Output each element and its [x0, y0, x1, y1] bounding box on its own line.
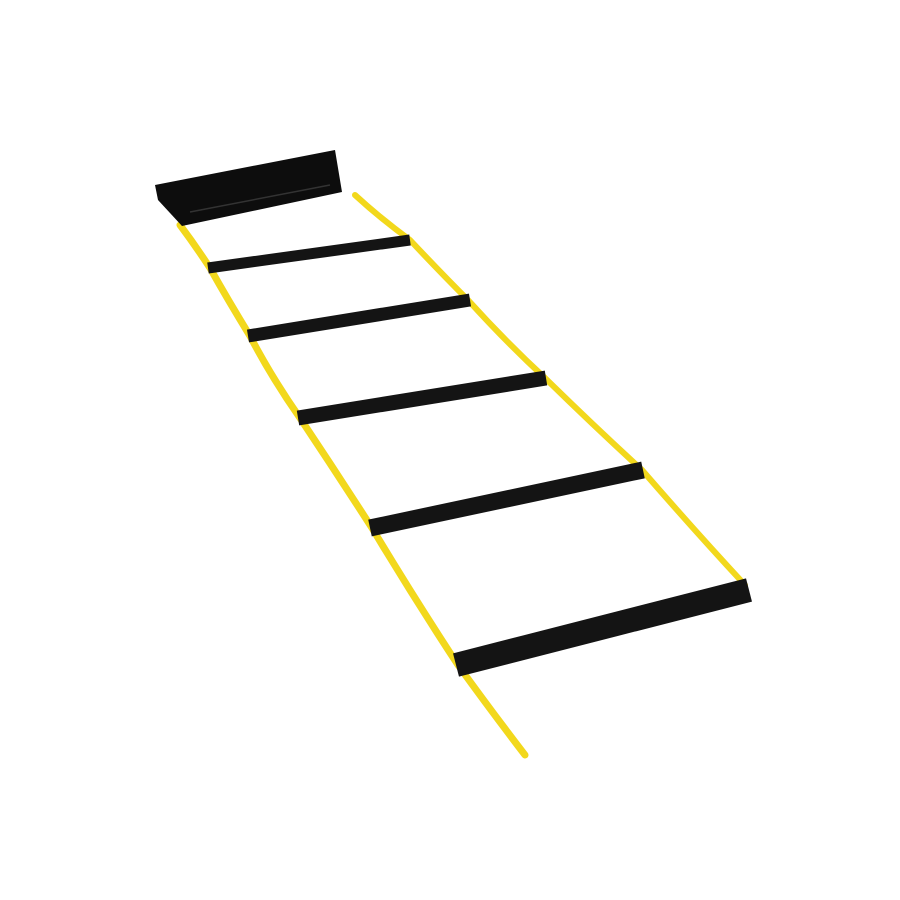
rungs	[207, 234, 752, 677]
rung-5	[453, 578, 752, 677]
storage-pouch	[155, 150, 342, 226]
rung-4	[368, 461, 645, 537]
rung-1	[207, 234, 411, 274]
rung-3	[296, 370, 548, 426]
pouch-zipper	[189, 184, 331, 213]
rung-2	[246, 293, 472, 343]
